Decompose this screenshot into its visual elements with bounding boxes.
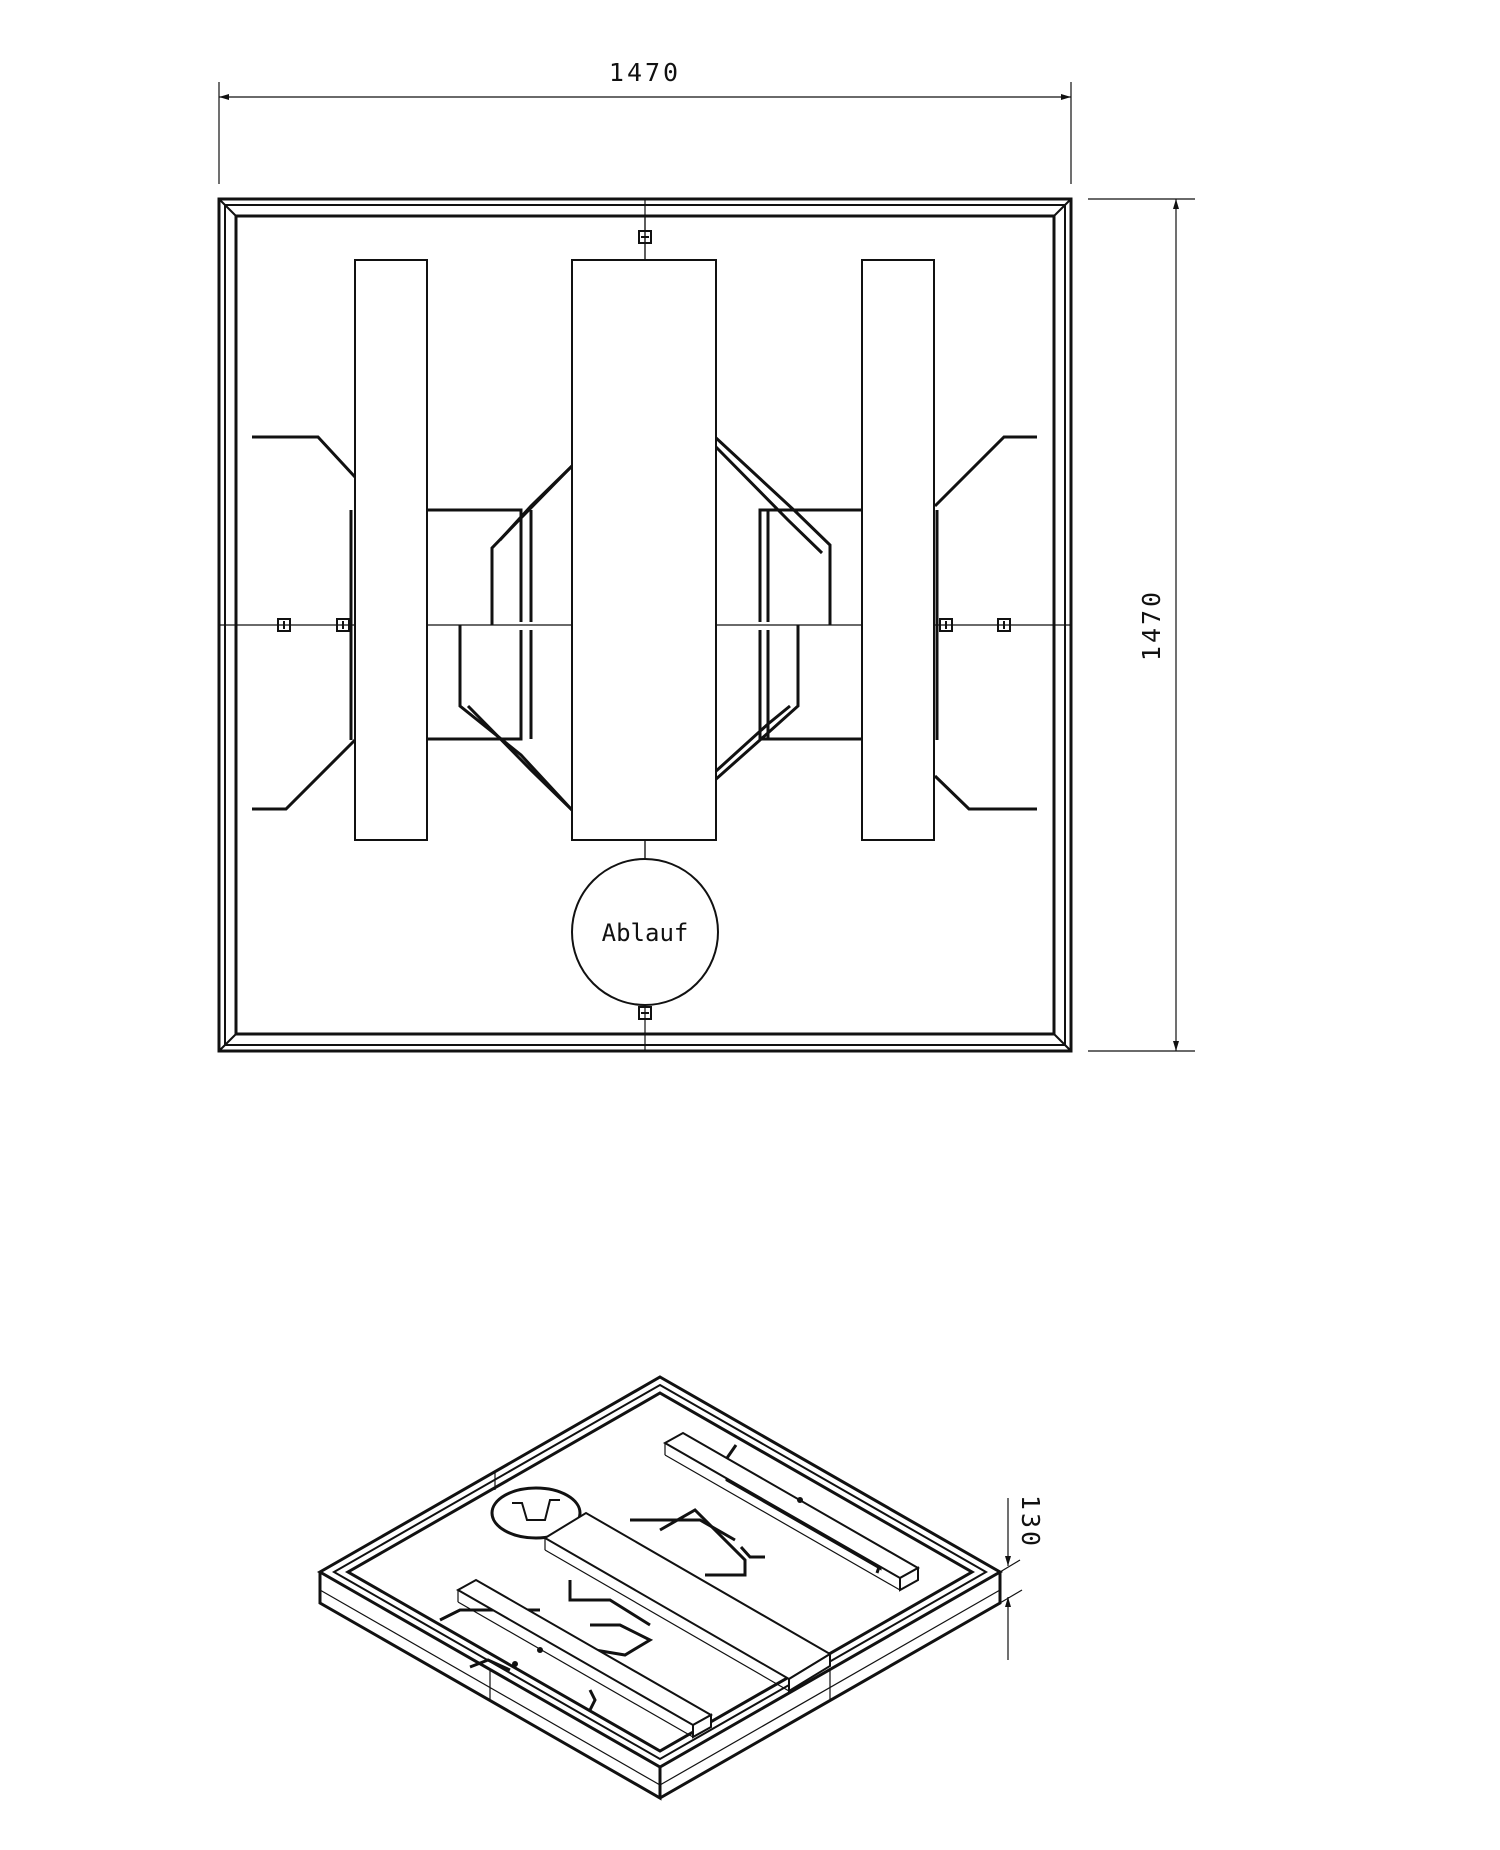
- iso-foot-1: [797, 1497, 803, 1503]
- iso-right-plank-face: [899, 1566, 919, 1592]
- plan-view: 1470 1470: [217, 58, 1195, 1053]
- iso-foot-3: [537, 1647, 543, 1653]
- foot-top: [638, 230, 652, 244]
- iso-right-plank: [662, 1431, 921, 1580]
- height-dimension-text: 1470: [1137, 589, 1166, 661]
- iso-foot-2: [512, 1661, 518, 1667]
- drain-circle: [571, 858, 719, 1006]
- iso-drain: [490, 1486, 582, 1540]
- right-plank: [861, 259, 935, 841]
- drain: Ablauf: [571, 858, 719, 1006]
- adjustable-feet: [277, 230, 1011, 1020]
- iso-left-side: [318, 1572, 662, 1801]
- width-dimension-text: 1470: [609, 58, 681, 87]
- foot-right-2: [997, 618, 1011, 632]
- left-plank: [354, 259, 428, 841]
- iso-rim-inner-2: [344, 1391, 976, 1753]
- drain-label: Ablauf: [602, 919, 689, 947]
- width-dimension: 1470: [218, 58, 1072, 184]
- support-planks: [354, 259, 935, 841]
- height-dimension: 1470: [1088, 198, 1195, 1052]
- iso-planks: [455, 1431, 921, 1739]
- isometric-view: 130: [316, 1375, 1045, 1801]
- iso-left-plank-face: [692, 1713, 712, 1739]
- iso-height-dimension-text: 130: [1016, 1495, 1045, 1549]
- center-plank: [571, 259, 717, 841]
- iso-center-plank-face: [788, 1652, 831, 1693]
- iso-rim-inner-1: [331, 1383, 989, 1761]
- foot-right-1: [939, 618, 953, 632]
- foot-bottom: [638, 1006, 652, 1020]
- support-frame: [252, 435, 1037, 812]
- foot-left-2: [336, 618, 350, 632]
- foot-left-1: [277, 618, 291, 632]
- iso-height-dimension: 130: [999, 1495, 1045, 1660]
